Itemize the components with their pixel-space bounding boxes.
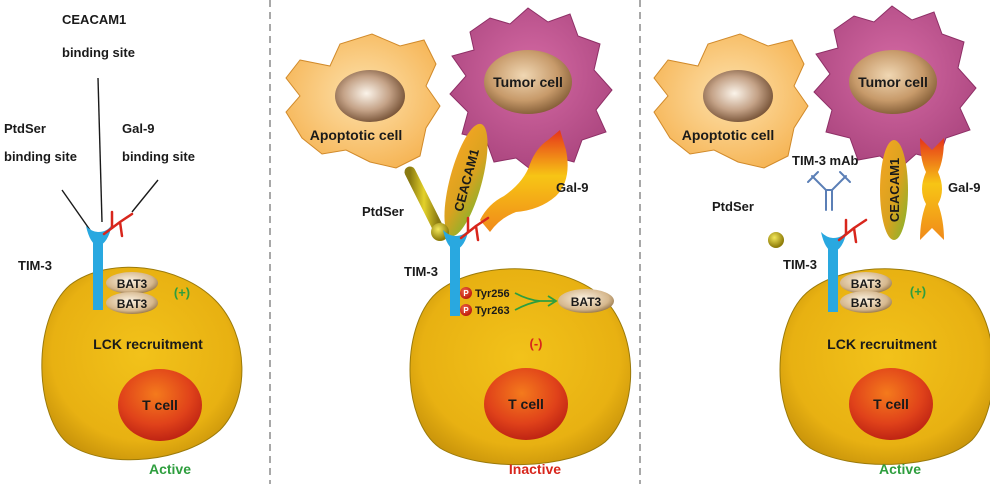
tim3-label: TIM-3 <box>783 257 817 272</box>
gal9-site-label-2: binding site <box>122 149 195 164</box>
bat3-release-arrow <box>514 292 554 311</box>
ptdser-site-label-2: binding site <box>4 149 77 164</box>
t-cell-body <box>779 268 990 465</box>
bat3-lower <box>106 292 158 314</box>
apoptotic-cell-label: Apoptotic cell <box>310 127 403 143</box>
tim3-receptor <box>821 218 868 312</box>
tyr256-label: Tyr256 <box>475 288 510 300</box>
tim3-receptor <box>443 216 490 316</box>
tyr263-label: Tyr263 <box>475 305 510 317</box>
ptdser-label: PtdSer <box>712 199 754 214</box>
t-cell-label: T cell <box>508 396 544 412</box>
gal9-molecule <box>480 130 568 232</box>
status-inactive: Inactive <box>509 461 561 477</box>
apoptotic-cell-nucleus <box>335 70 405 122</box>
negative-sign: (-) <box>530 336 543 351</box>
bat3-lower <box>840 291 892 313</box>
tumor-cell-label: Tumor cell <box>493 74 563 90</box>
bat3-upper <box>840 272 892 294</box>
bat3-released-label: BAT3 <box>571 295 602 309</box>
ptdser-site-label-1: PtdSer <box>4 121 46 136</box>
t-cell-nucleus <box>484 368 568 440</box>
tim3-receptor <box>86 210 134 310</box>
tumor-cell-nucleus <box>849 50 937 114</box>
gal9-molecule <box>920 138 944 240</box>
gal9-site-pointer <box>131 179 159 213</box>
ceacam1-site-label-2: binding site <box>62 45 135 60</box>
tim3-antibody-icon <box>807 171 851 211</box>
ptdser-ball <box>768 232 784 248</box>
ptdser-label: PtdSer <box>362 204 404 219</box>
t-cell-nucleus <box>849 368 933 440</box>
ptdser-site-pointer <box>61 189 91 231</box>
panel-2-inactive: Tumor cell Apoptotic cell CEACAM1 Gal-9 … <box>285 7 632 477</box>
phospho-p2 <box>460 304 472 316</box>
bat3-upper-label: BAT3 <box>117 277 148 291</box>
ptdser-ball <box>431 223 449 241</box>
t-cell-label: T cell <box>873 396 909 412</box>
phospho-p1-label: P <box>463 289 469 298</box>
ceacam1-site-label-1: CEACAM1 <box>62 12 126 27</box>
svg-text:CEACAM1: CEACAM1 <box>887 158 902 222</box>
gal9-site-label-1: Gal-9 <box>122 121 155 136</box>
tim3-label: TIM-3 <box>404 264 438 279</box>
positive-sign: (+) <box>174 285 190 300</box>
status-active: Active <box>879 461 921 477</box>
tumor-cell-nucleus <box>484 50 572 114</box>
lck-recruitment-label: LCK recruitment <box>827 336 937 352</box>
gal9-label: Gal-9 <box>948 180 981 195</box>
t-cell-nucleus <box>118 369 202 441</box>
panel-1-active: T cell LCK recruitment CEACAM1 binding s… <box>4 12 243 477</box>
positive-sign: (+) <box>910 284 926 299</box>
tim3-label: TIM-3 <box>18 258 52 273</box>
lck-recruitment-label: LCK recruitment <box>93 336 203 352</box>
ceacam1-molecule: CEACAM1 <box>880 140 908 240</box>
panel-3-active: Tumor cell Apoptotic cell PtdSer TIM-3 m… <box>653 5 990 477</box>
status-active: Active <box>149 461 191 477</box>
ceacam1-site-pointer <box>97 77 103 223</box>
t-cell-body <box>409 268 632 466</box>
bat3-lower-label: BAT3 <box>851 296 882 310</box>
bat3-lower-label: BAT3 <box>117 297 148 311</box>
phospho-p1 <box>460 287 472 299</box>
bat3-released <box>558 289 614 313</box>
tim3-mab-label: TIM-3 mAb <box>792 153 859 168</box>
t-cell-label: T cell <box>142 397 178 413</box>
gal9-label: Gal-9 <box>556 180 589 195</box>
apoptotic-cell-label: Apoptotic cell <box>682 127 775 143</box>
bat3-upper-label: BAT3 <box>851 277 882 291</box>
phospho-p2-label: P <box>463 306 469 315</box>
ptdser-stick <box>404 166 444 234</box>
bat3-upper <box>106 272 158 294</box>
tumor-cell-label: Tumor cell <box>858 74 928 90</box>
apoptotic-cell-nucleus <box>703 70 773 122</box>
